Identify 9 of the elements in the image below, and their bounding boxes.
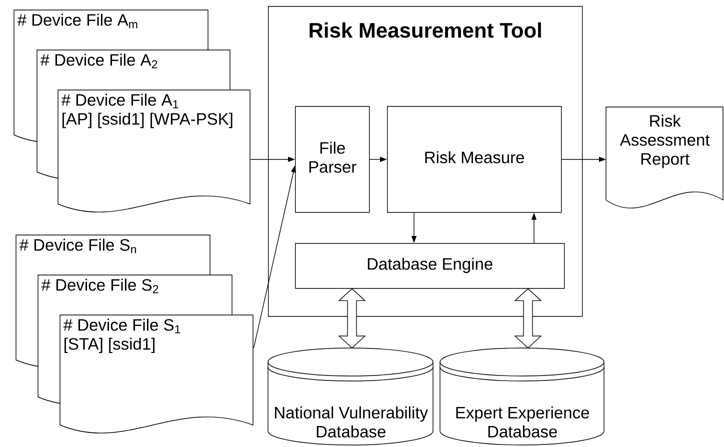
node-label: Expert Experience Database	[456, 406, 589, 438]
database-cylinder: Expert Experience Database	[440, 348, 604, 446]
process-box: Database Engine	[295, 243, 565, 289]
node-label: National Vulnerability Database	[275, 406, 428, 438]
database-cylinder: National Vulnerability Database	[268, 348, 434, 446]
process-box: Risk Measure	[387, 106, 562, 213]
double-arrow	[338, 288, 366, 348]
process-box: File Parser	[295, 106, 370, 213]
double-arrow	[514, 288, 542, 348]
